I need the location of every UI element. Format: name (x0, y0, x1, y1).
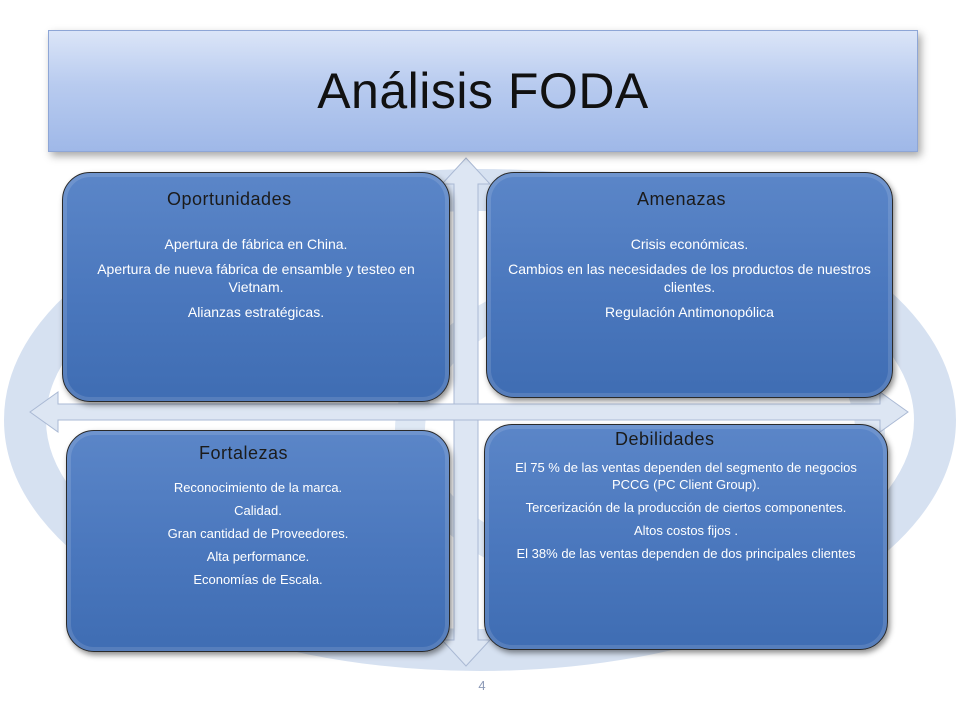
list-item: Economías de Escala. (193, 572, 323, 587)
list-item: Regulación Antimonopólica (605, 304, 774, 320)
quadrant-items: Crisis económicas. Cambios en las necesi… (503, 235, 876, 328)
list-item: Calidad. (234, 503, 282, 518)
list-item: Apertura de nueva fábrica de ensamble y … (97, 261, 415, 295)
list-item: Apertura de fábrica en China. (164, 236, 348, 252)
list-item: Tercerización de la producción de cierto… (525, 500, 847, 515)
quadrant-fortalezas: Fortalezas Reconocimiento de la marca. C… (66, 430, 450, 652)
list-item: El 38% de las ventas dependen de dos pri… (516, 546, 856, 561)
quadrant-heading: Debilidades (615, 429, 715, 449)
quadrant-oportunidades: Oportunidades Apertura de fábrica en Chi… (62, 172, 450, 402)
list-item: El 75 % de las ventas dependen del segme… (515, 460, 857, 492)
quadrant-heading: Amenazas (637, 189, 727, 209)
list-item: Alta performance. (206, 549, 310, 564)
quadrant-amenazas: Amenazas Crisis económicas. Cambios en l… (486, 172, 893, 398)
title-banner: Análisis FODA (48, 30, 918, 152)
list-item: Reconocimiento de la marca. (173, 480, 343, 495)
quadrant-heading: Fortalezas (199, 443, 289, 463)
list-item: Gran cantidad de Proveedores. (167, 526, 349, 541)
quadrant-heading: Oportunidades (167, 189, 292, 209)
list-item: Alianzas estratégicas. (187, 304, 325, 320)
quadrant-items: Reconocimiento de la marca. Calidad. Gra… (83, 479, 433, 594)
quadrant-items: El 75 % de las ventas dependen del segme… (501, 459, 871, 568)
list-item: Crisis económicas. (630, 236, 749, 252)
quadrant-debilidades: Debilidades El 75 % de las ventas depend… (484, 424, 888, 650)
page-title: Análisis FODA (317, 63, 649, 119)
list-item: Altos costos fijos . (633, 523, 739, 538)
horizontal-double-arrow (29, 391, 909, 433)
quadrant-items: Apertura de fábrica en China. Apertura d… (79, 235, 433, 328)
list-item: Cambios en las necesidades de los produc… (508, 261, 871, 295)
page-number: 4 (478, 678, 486, 693)
